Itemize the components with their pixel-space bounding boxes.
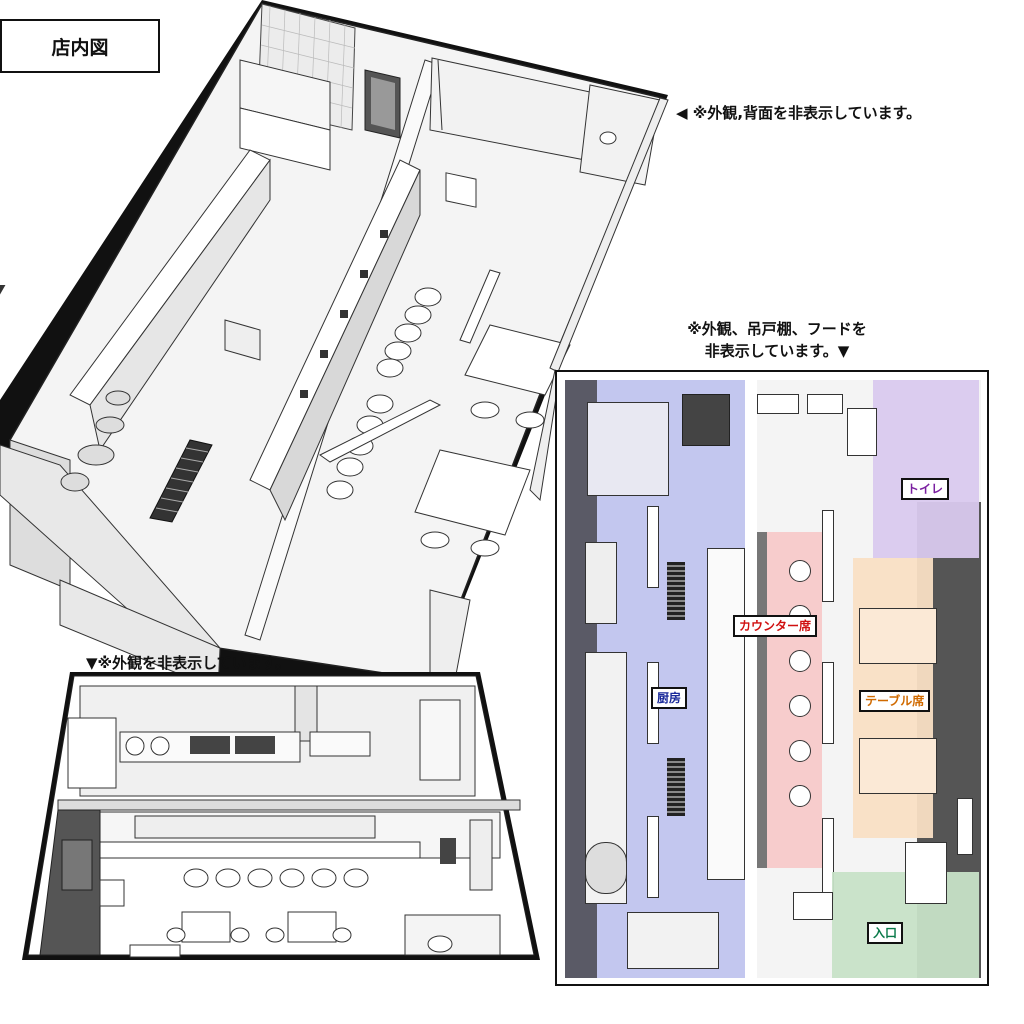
note-front-hidden: ▼※外観を非表示しています。 — [86, 654, 291, 672]
note-plan-hidden-line1: ※外観、吊戸棚、フードを — [687, 320, 867, 338]
label-counter: カウンター席 — [733, 615, 818, 637]
drain-grate-2 — [667, 758, 685, 816]
wall-picture-2 — [807, 394, 843, 414]
umbrella-stand — [793, 892, 833, 920]
label-entrance: 入口 — [867, 922, 904, 944]
dining-bench-2 — [822, 662, 834, 744]
prep-counter — [707, 548, 745, 880]
drain-grate-1 — [667, 562, 685, 620]
pot — [585, 842, 627, 894]
counter-stools — [789, 560, 811, 860]
label-kitchen: 厨房 — [651, 687, 688, 709]
wall-picture-1 — [757, 394, 799, 414]
back-door — [682, 394, 730, 446]
label-table: テーブル席 — [859, 690, 931, 712]
dining-table-1 — [859, 608, 937, 664]
dining-table-2 — [859, 738, 937, 794]
wash-basin — [847, 408, 877, 456]
note-back-hidden: ◀ ※外観,背面を非表示しています。 — [676, 104, 922, 122]
dining-bench-1 — [822, 510, 834, 602]
wall-unit — [957, 798, 973, 855]
shoe-rack — [905, 842, 947, 904]
floor-plan-panel: 厨房 カウンター席 テーブル席 トイレ 入口 — [555, 370, 989, 986]
note-plan-hidden-line2: 非表示しています。▼ — [704, 342, 850, 360]
kitchen-shelf-1 — [647, 506, 659, 588]
sink — [627, 912, 719, 969]
kitchen-shelf-3 — [647, 816, 659, 898]
zone-toilet — [873, 380, 979, 558]
page-title: 店内図 — [0, 19, 160, 73]
counter-top — [757, 532, 767, 868]
label-toilet: トイレ — [901, 478, 950, 500]
refrigerator — [587, 402, 669, 496]
stove-left — [585, 542, 617, 624]
note-plan-hidden: ※外観、吊戸棚、フードを 非表示しています。▼ — [672, 318, 882, 362]
